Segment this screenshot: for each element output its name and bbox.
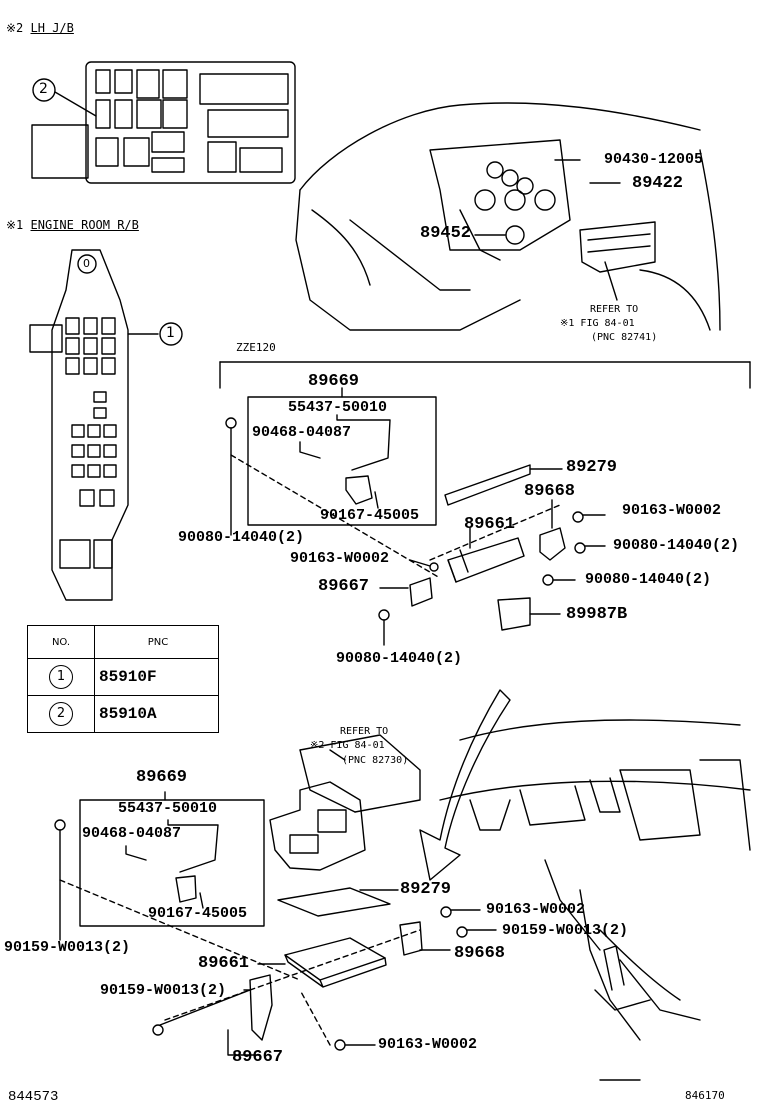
label-89422: 89422 — [632, 174, 684, 193]
row-pnc: 85910F — [94, 658, 219, 696]
engine-bay-sketch — [295, 102, 721, 331]
upper-label-90163-w0002-left: 90163-W0002 — [290, 550, 390, 567]
upper-label-90080-14040-left: 90080-14040(2) — [178, 529, 305, 546]
table-row: 2 85910A — [27, 695, 219, 733]
row-pnc: 85910A — [94, 695, 219, 733]
upper-label-89668: 89668 — [524, 482, 576, 501]
upper-label-90167-45005: 90167-45005 — [320, 507, 420, 524]
footer-left-code: 844573 — [8, 1089, 59, 1105]
lower-refer-line3: (PNC 82730) — [342, 755, 409, 766]
row-no: 1 — [49, 665, 73, 689]
pnc-table: NO. PNC 1 85910F 2 85910A — [27, 625, 219, 733]
engine-rb-header: ※1 ENGINE ROOM R/B — [6, 219, 139, 231]
upper-section-bracket — [219, 361, 751, 389]
upper-label-89661: 89661 — [464, 515, 516, 534]
label-89452: 89452 — [420, 224, 472, 243]
table-row: 1 85910F — [27, 658, 219, 696]
upper-label-90080-14040-bottom: 90080-14040(2) — [336, 650, 463, 667]
engine-refer-line3: (PNC 82741) — [591, 332, 658, 343]
lower-label-90163-w0002-right: 90163-W0002 — [486, 901, 586, 918]
lower-label-89279: 89279 — [400, 880, 452, 899]
callout-1: 1 — [166, 325, 175, 341]
label-90430-12005: 90430-12005 — [604, 151, 704, 168]
upper-label-89669: 89669 — [308, 372, 360, 391]
lower-label-89667: 89667 — [232, 1048, 284, 1067]
pnc-table-header: NO. PNC — [27, 625, 219, 659]
callout-2: 2 — [39, 81, 48, 97]
upper-label-90163-w0002-right: 90163-W0002 — [622, 502, 722, 519]
lower-label-90167-45005: 90167-45005 — [148, 905, 248, 922]
big-arrow — [419, 689, 511, 881]
upper-label-90468-04087: 90468-04087 — [252, 424, 352, 441]
lower-label-90159-w0013-right: 90159-W0013(2) — [502, 922, 629, 939]
engine-rb-title: ENGINE ROOM R/B — [30, 218, 139, 232]
lower-refer-line2: ※2 FIG 84-01 — [310, 740, 385, 751]
lh-jb-header: ※2 LH J/B — [6, 22, 74, 34]
lower-label-89669: 89669 — [136, 768, 188, 787]
footer-right-code: 846170 — [685, 1089, 725, 1102]
section-zze120: ZZE120 — [236, 341, 276, 354]
lower-label-90163-w0002-bottom: 90163-W0002 — [378, 1036, 478, 1053]
callout-0: 0 — [83, 257, 90, 270]
lh-junction-block — [31, 61, 296, 184]
engine-refer-line1: REFER TO — [590, 304, 639, 315]
upper-label-90080-14040-right2: 90080-14040(2) — [585, 571, 712, 588]
engine-room-relay-block — [29, 249, 183, 601]
lower-label-90159-w0013-left: 90159-W0013(2) — [4, 939, 131, 956]
lower-label-55437-50010: 55437-50010 — [118, 800, 218, 817]
lower-label-90159-w0013-mid: 90159-W0013(2) — [100, 982, 227, 999]
dashboard-sketch — [439, 719, 751, 1081]
col-no: NO. — [27, 625, 95, 659]
lower-ecu-assembly — [54, 734, 497, 1056]
upper-label-89667: 89667 — [318, 577, 370, 596]
upper-label-55437-50010: 55437-50010 — [288, 399, 388, 416]
upper-label-89279: 89279 — [566, 458, 618, 477]
lh-jb-title: LH J/B — [30, 21, 74, 35]
row-no: 2 — [49, 702, 73, 726]
upper-ecu-assembly — [225, 387, 606, 646]
upper-label-89987b: 89987B — [566, 605, 628, 624]
lower-label-90468-04087: 90468-04087 — [82, 825, 182, 842]
upper-label-90080-14040-right1: 90080-14040(2) — [613, 537, 740, 554]
lower-label-89668: 89668 — [454, 944, 506, 963]
engine-refer-line2: ※1 FIG 84-01 — [560, 318, 635, 329]
col-pnc: PNC — [94, 625, 219, 659]
engine-rb-marker: ※1 — [6, 218, 24, 232]
lower-refer-line1: REFER TO — [340, 726, 389, 737]
lh-jb-marker: ※2 — [6, 21, 24, 35]
lower-label-89661: 89661 — [198, 954, 250, 973]
